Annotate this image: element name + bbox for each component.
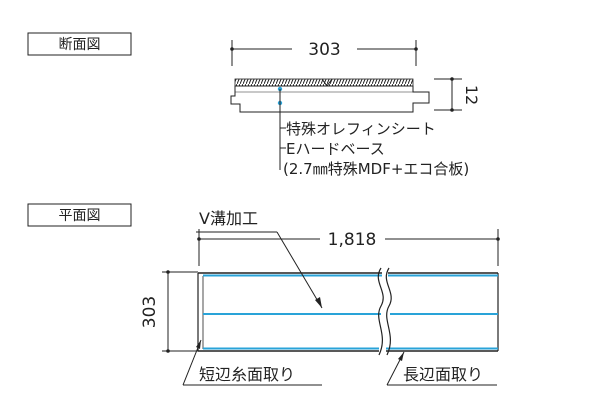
groove-leader [196,231,323,309]
groove-label: V溝加工 [199,209,258,228]
short-edge-leader [182,339,322,386]
section-view: 断面図 303 [27,32,481,178]
long-edge-label: 長辺面取り [403,365,483,384]
section-label-box [27,32,132,56]
plan-view: 平面図 1,818 303 [27,203,500,386]
section-width-dimension [230,40,418,66]
section-label: 断面図 [59,37,101,53]
section-callout-leaders [279,89,286,170]
long-edge-leader [386,351,497,386]
plan-width-value: 303 [140,296,160,328]
section-width-value: 303 [308,40,340,60]
plan-label-box [27,203,132,227]
section-board-profile [230,78,430,113]
plan-length-value: 1,818 [328,230,377,250]
section-thickness-value: 12 [462,85,481,105]
plan-label: 平面図 [59,208,101,224]
callout-base-composition: (2.7㎜特殊MDF+エコ合板) [283,160,469,178]
short-edge-label: 短辺糸面取り [199,365,295,384]
callout-hard-base: Eハードベース [286,140,385,158]
plan-width-dimension [162,270,198,353]
section-thickness-dimension [434,77,462,112]
callout-surface-sheet: 特殊オレフィンシート [286,120,436,138]
plan-board [197,267,499,356]
plan-length-dimension [197,229,500,266]
